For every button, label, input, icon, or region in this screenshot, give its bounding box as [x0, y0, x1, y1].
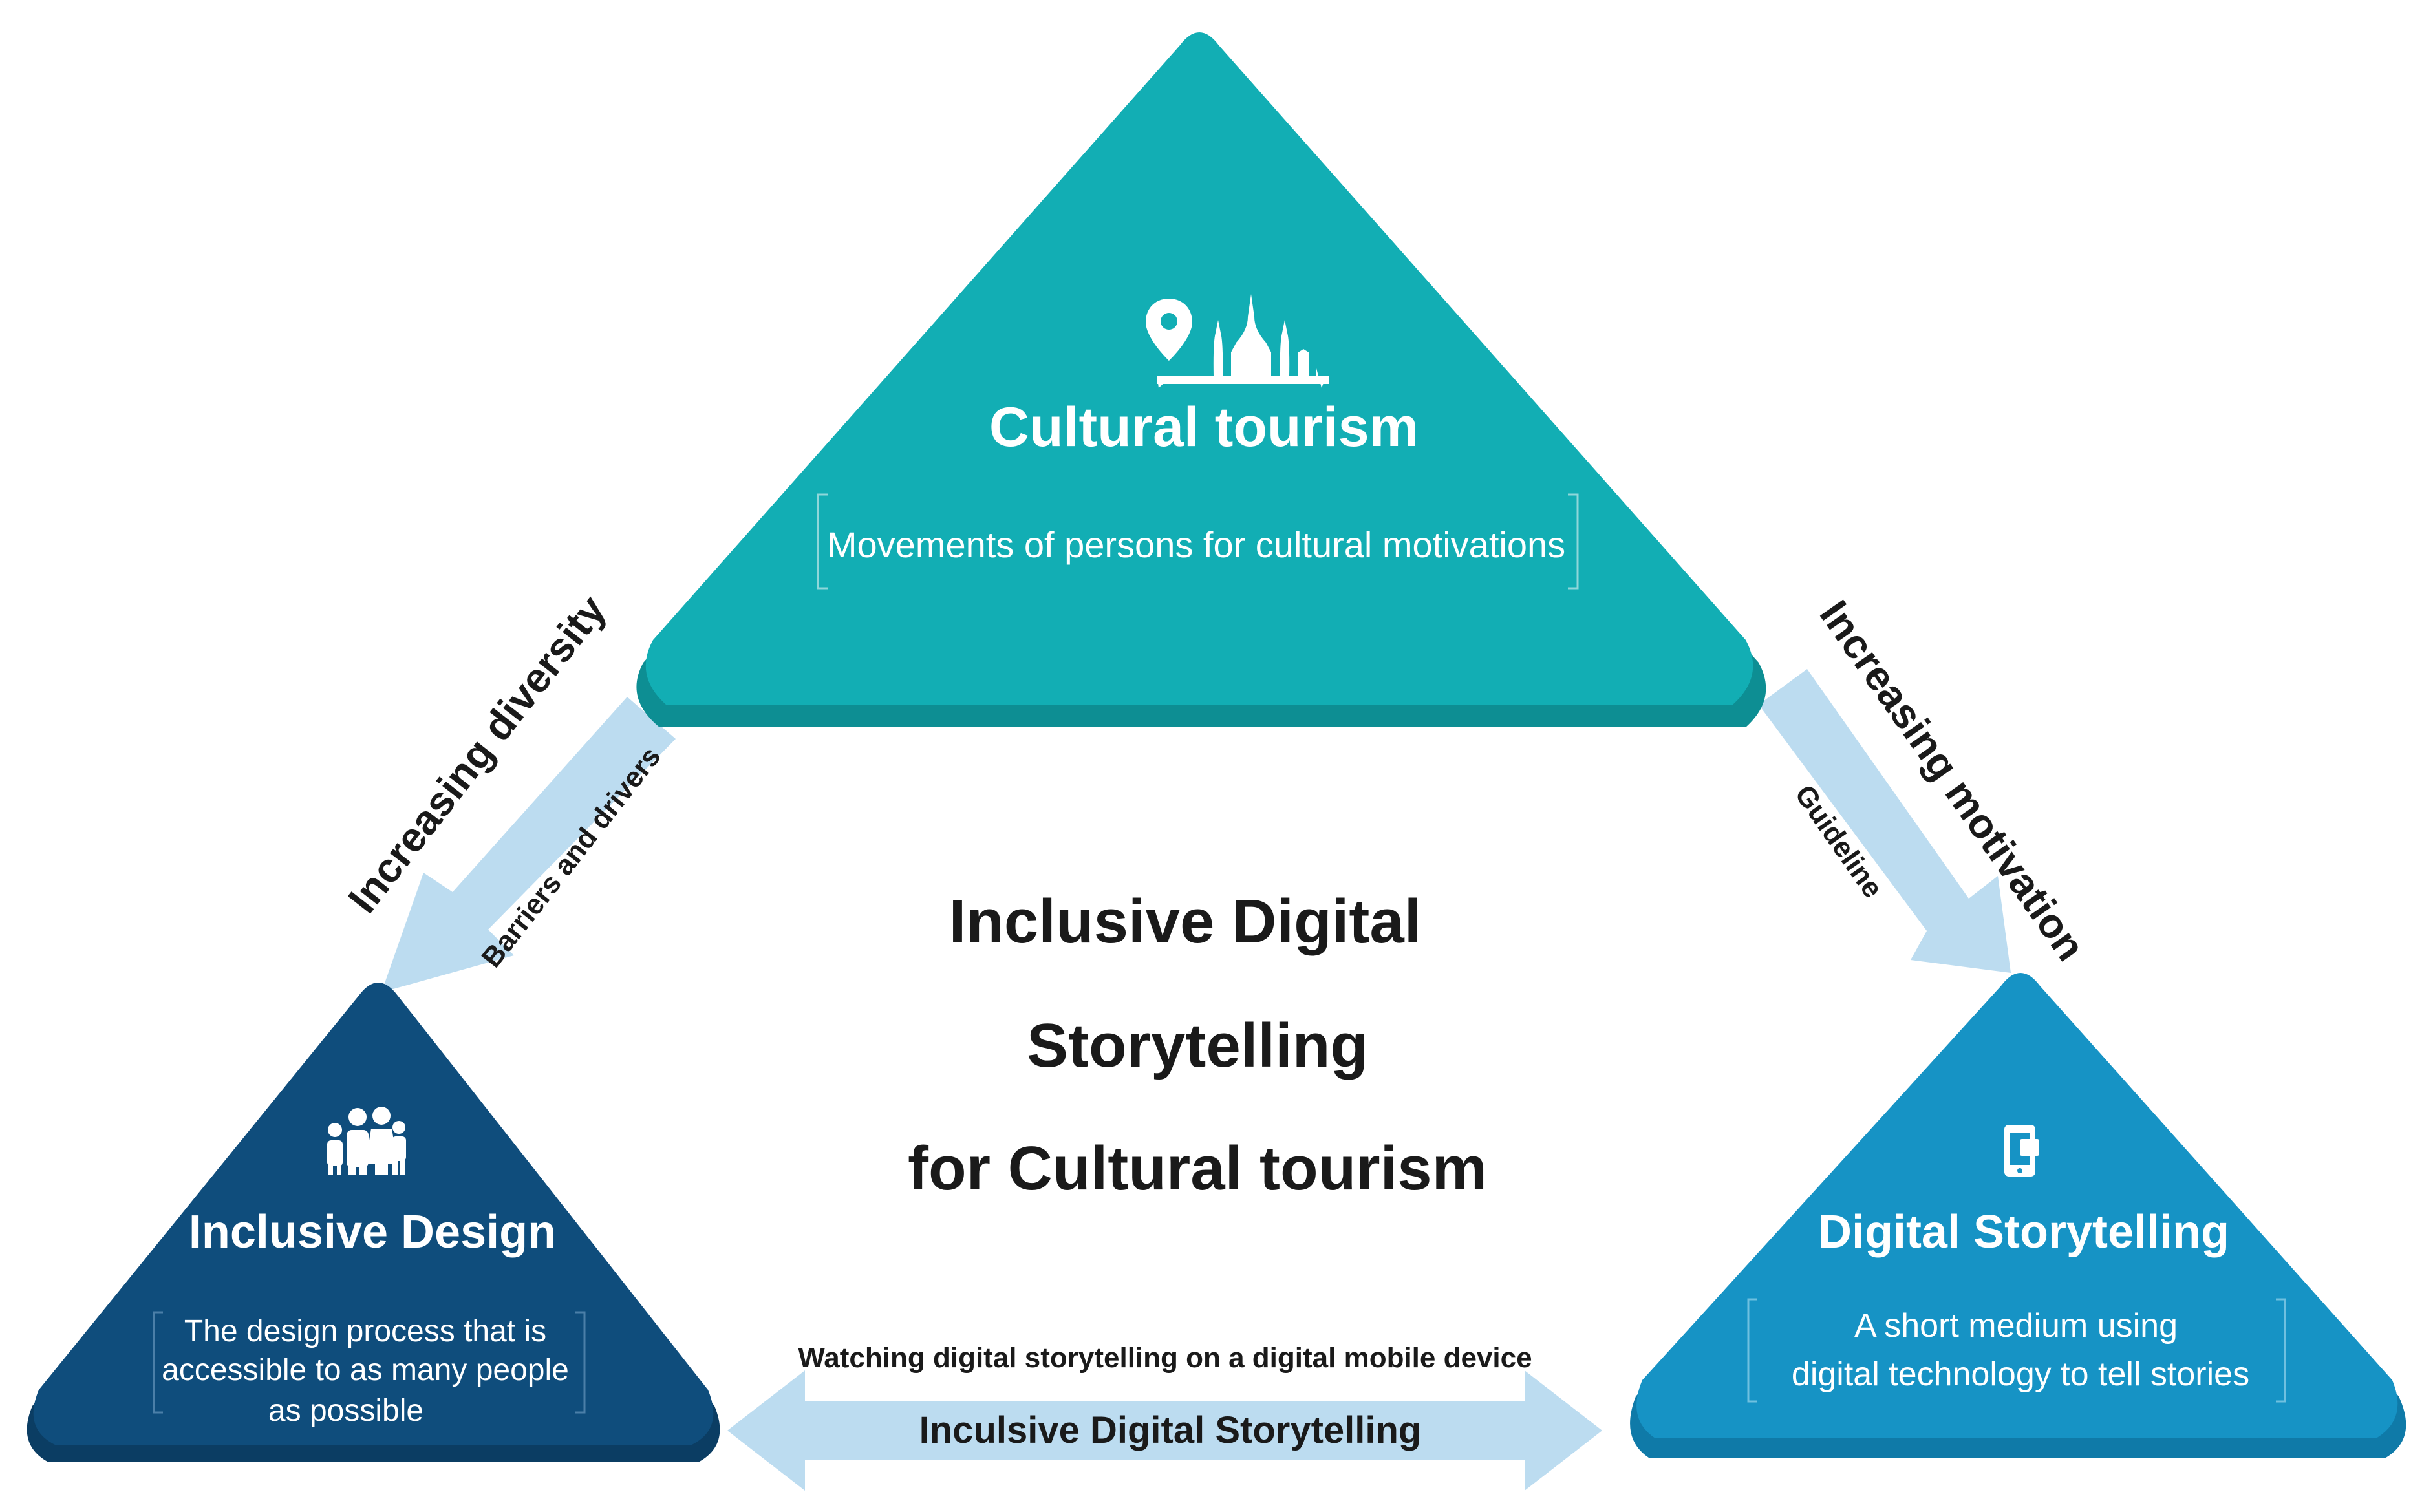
inclusive-design-description-line2: accessible to as many people [162, 1353, 569, 1387]
cultural-tourism-bracket-left [817, 493, 828, 590]
bottom-arrow-top-label: Watching digital storytelling on a digit… [798, 1342, 1532, 1374]
digital-storytelling-description-line2: digital technology to tell stories [1792, 1356, 2249, 1393]
cultural-tourism-description: Movements of persons for cultural motiva… [827, 524, 1565, 565]
digital-storytelling-face [1636, 973, 2398, 1438]
left-arrow [381, 697, 676, 992]
cultural-tourism-triangle: Cultural tourism Movements of persons fo… [636, 32, 1766, 727]
center-title-line2: Storytelling [1027, 1011, 1368, 1080]
inclusive-design-triangle: Inclusive Design The design process that… [27, 983, 720, 1462]
inclusive-design-bracket-left [153, 1311, 163, 1414]
cultural-tourism-bracket-right [1568, 493, 1579, 590]
digital-storytelling-bracket-left [1747, 1298, 1757, 1403]
digital-storytelling-title: Digital Storytelling [1818, 1206, 2229, 1258]
cultural-tourism-title: Cultural tourism [989, 396, 1419, 458]
temple-location-icon [1146, 294, 1329, 388]
digital-storytelling-bracket-right [2276, 1298, 2286, 1403]
right-arrow [1759, 669, 2011, 973]
center-title: Inclusive Digital Storytelling for Cultu… [908, 887, 1487, 1203]
cultural-tourism-face [645, 32, 1753, 705]
bottom-double-arrow [727, 1370, 1602, 1491]
family-icon [327, 1107, 406, 1175]
inclusive-design-description-line3: as possible [268, 1394, 423, 1428]
center-title-line1: Inclusive Digital [949, 887, 1422, 956]
inclusive-design-bracket-right [575, 1311, 586, 1414]
inclusive-design-face [33, 983, 714, 1445]
center-title-line3: for Cultural tourism [908, 1134, 1487, 1203]
inclusive-design-title: Inclusive Design [189, 1206, 556, 1258]
inclusive-design-description-line1: The design process that is [184, 1314, 546, 1348]
bottom-arrow-inner-label: Inculsive Digital Storytelling [919, 1409, 1422, 1451]
digital-storytelling-triangle: Digital Storytelling A short medium usin… [1630, 973, 2406, 1458]
mobile-device-icon [2004, 1125, 2039, 1177]
digital-storytelling-description-line1: A short medium using [1854, 1307, 2178, 1345]
